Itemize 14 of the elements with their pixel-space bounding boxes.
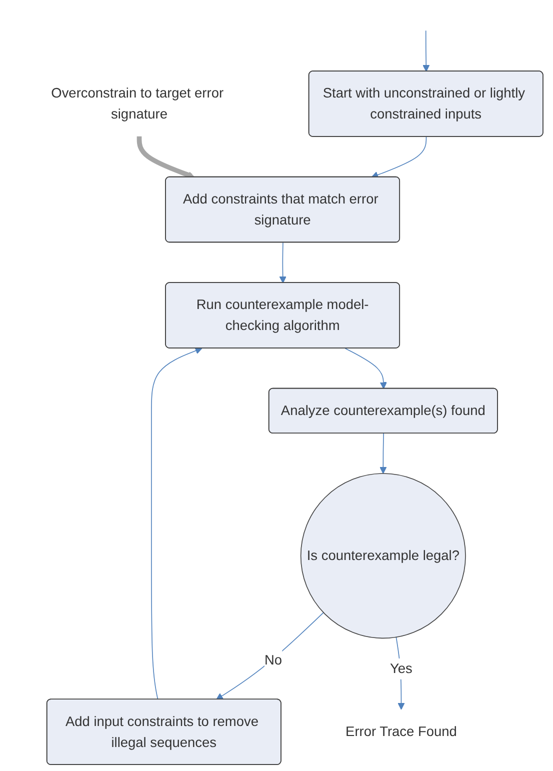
arrow (344, 348, 387, 390)
arrow (380, 433, 387, 474)
edge-label: No (264, 652, 282, 668)
arrow (396, 636, 405, 710)
arrow (151, 347, 202, 700)
node-text: Overconstrain to target error signature (51, 86, 224, 122)
edge-label: Yes (390, 660, 412, 676)
arrow (216, 612, 324, 700)
arrow (371, 136, 427, 178)
arrow (279, 242, 286, 284)
arrow (422, 30, 430, 72)
arrow (136, 136, 195, 178)
node-circle: Is counterexample legal? (300, 473, 466, 639)
node-text: Error Trace Found (346, 724, 457, 740)
